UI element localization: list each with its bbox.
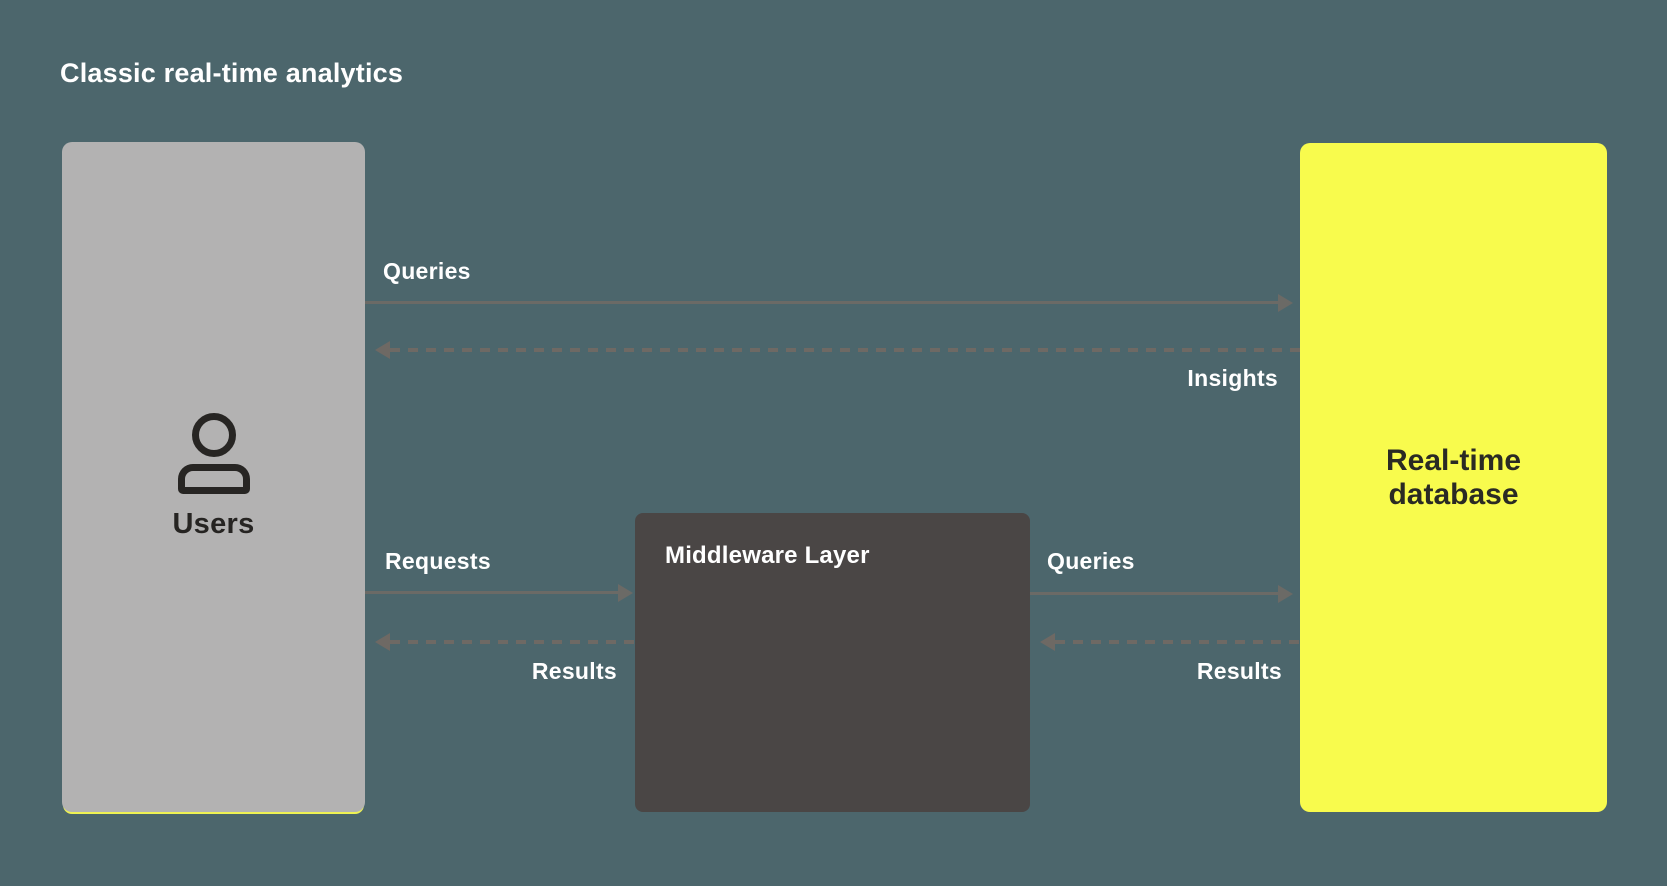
node-users: Users xyxy=(62,142,365,812)
arrow-database-to-users xyxy=(390,348,1300,352)
arrow-database-to-middleware xyxy=(1055,640,1300,644)
arrowhead-left-icon xyxy=(375,341,390,359)
diagram-title: Classic real-time analytics xyxy=(60,58,404,88)
arrowhead-right-icon xyxy=(1278,585,1293,603)
user-icon-head xyxy=(191,413,236,457)
user-icon xyxy=(177,413,250,494)
arrowhead-right-icon xyxy=(618,584,633,602)
edge-label-insights: Insights xyxy=(1187,365,1278,391)
arrowhead-right-icon xyxy=(1278,294,1293,312)
arrow-middleware-to-database xyxy=(1030,592,1278,595)
node-database: Real-time database xyxy=(1300,143,1607,812)
user-icon-torso xyxy=(177,464,250,494)
node-users-label: Users xyxy=(172,508,255,540)
arrow-users-to-middleware xyxy=(365,591,618,594)
node-database-label: Real-time database xyxy=(1385,443,1522,511)
arrow-users-to-database xyxy=(365,301,1278,304)
edge-label-queries-top: Queries xyxy=(383,258,471,284)
node-middleware-label: Middleware Layer xyxy=(665,542,870,569)
edge-label-results-left: Results xyxy=(531,658,617,684)
arrow-middleware-to-users xyxy=(390,640,635,644)
arrowhead-left-icon xyxy=(375,633,390,651)
edge-label-queries-right: Queries xyxy=(1047,548,1135,574)
arrowhead-left-icon xyxy=(1040,633,1055,651)
edge-label-results-right: Results xyxy=(1196,658,1282,684)
edge-label-requests: Requests xyxy=(385,548,491,574)
node-middleware: Middleware Layer xyxy=(635,513,1030,812)
